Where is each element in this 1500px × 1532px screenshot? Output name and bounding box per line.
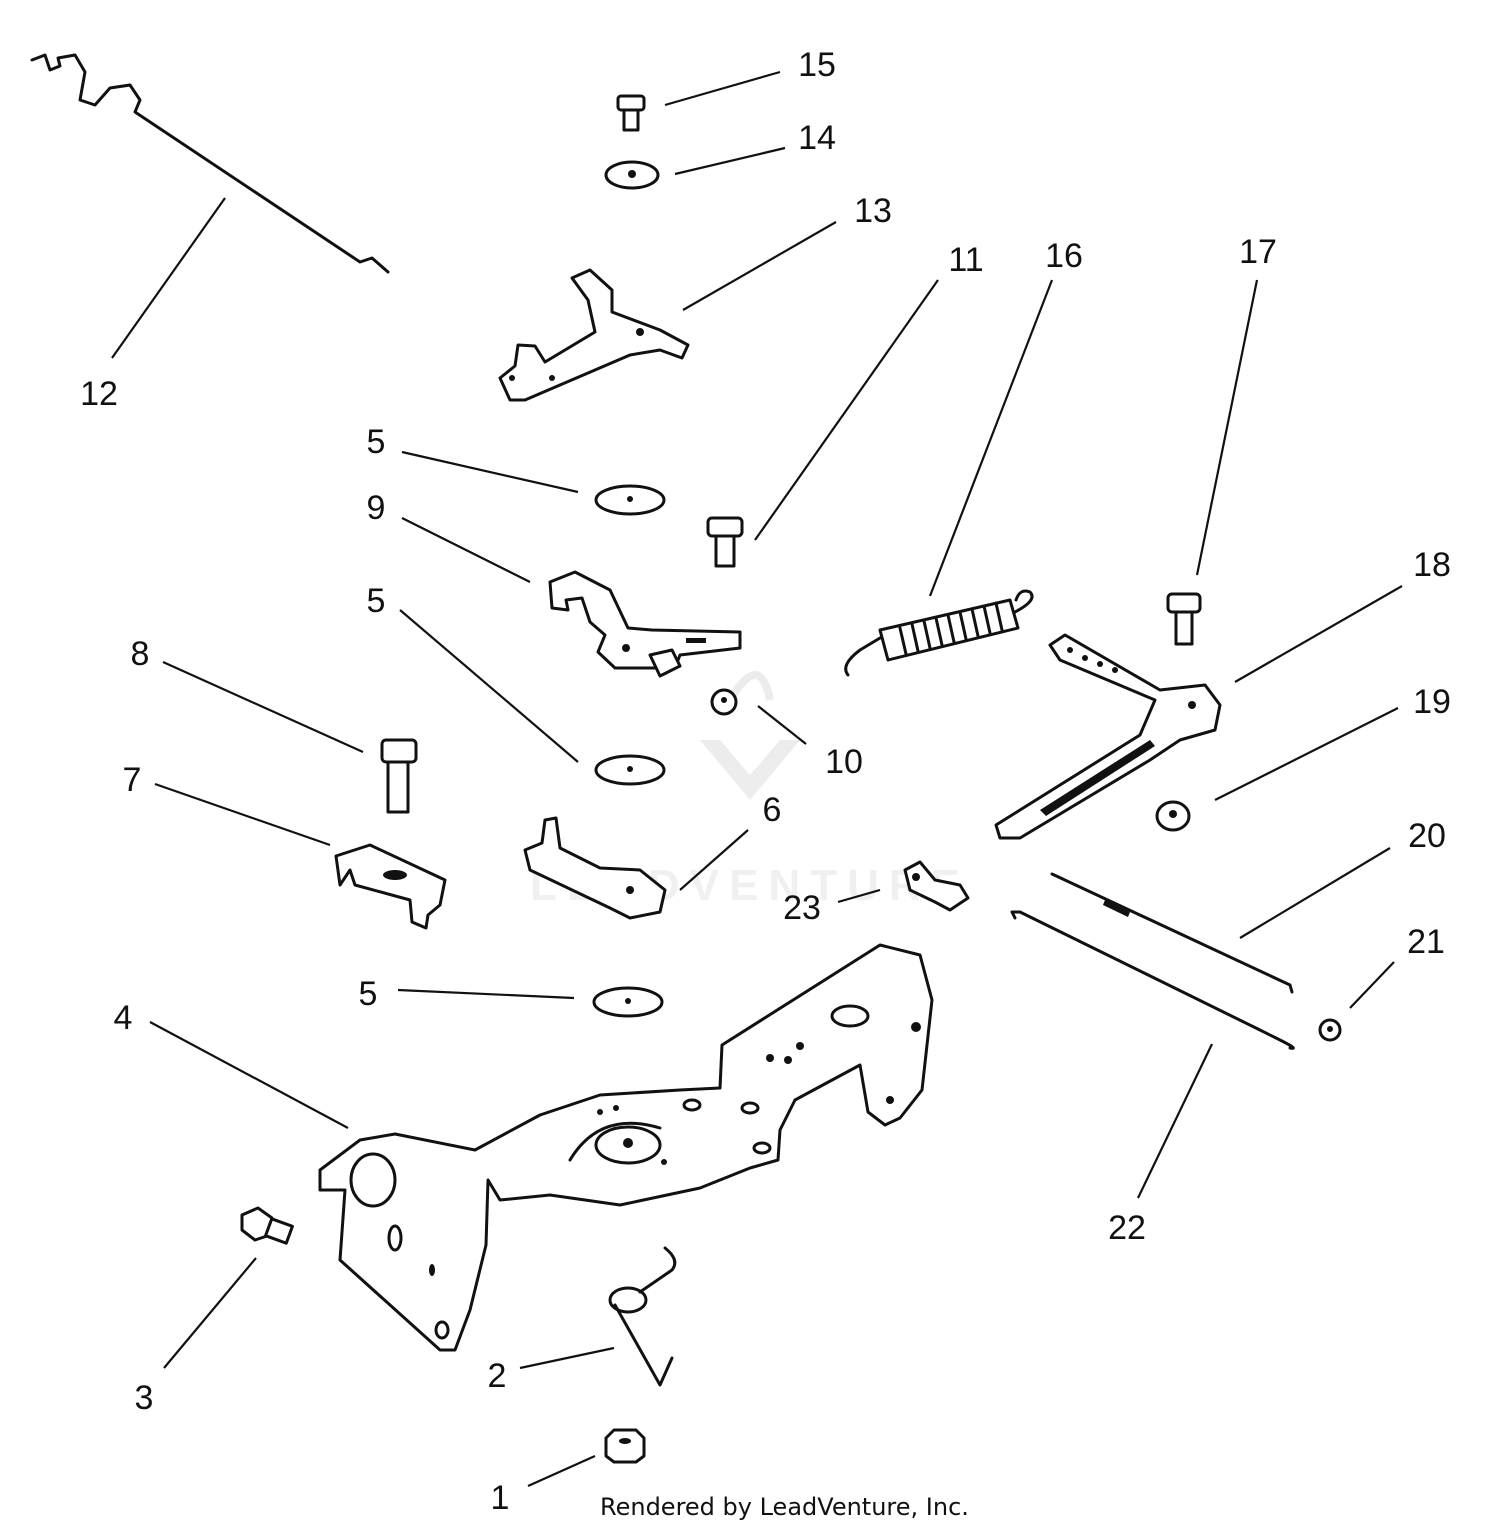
callout-2: 2 [488, 1357, 507, 1395]
part-12-rod [30, 53, 390, 274]
part-21-nut [1318, 1018, 1342, 1042]
watermark-logo-icon [700, 671, 800, 800]
part-15-bolt [616, 94, 646, 132]
part-11-bolt [706, 516, 744, 568]
part-13-bracket [498, 268, 690, 402]
part-10-nut [710, 688, 738, 716]
part-18-lever-arm [994, 633, 1222, 840]
part-8-bolt [380, 738, 418, 814]
callout-22: 22 [1108, 1209, 1146, 1247]
callout-1: 1 [491, 1479, 510, 1517]
part-14-washer [604, 160, 660, 190]
part-17-bolt [1166, 592, 1202, 646]
callout-15: 15 [798, 46, 836, 84]
callout-5-top: 5 [367, 423, 386, 461]
callout-11: 11 [948, 241, 983, 279]
callout-labels: 1 2 3 4 5 5 5 6 7 8 9 10 11 12 13 14 15 … [80, 46, 1451, 1517]
callout-16: 16 [1045, 237, 1083, 275]
callout-5-middle: 5 [367, 582, 386, 620]
callout-14: 14 [798, 119, 836, 157]
callout-3: 3 [135, 1379, 154, 1417]
part-5-washer-bottom [592, 986, 664, 1018]
callout-4: 4 [114, 999, 133, 1037]
leader-lines [111, 70, 1403, 1488]
callout-12: 12 [80, 375, 118, 413]
callout-21: 21 [1407, 923, 1445, 961]
callout-19: 19 [1413, 683, 1451, 721]
part-3-bolt [240, 1206, 294, 1245]
callout-23: 23 [783, 889, 821, 927]
callout-13: 13 [854, 192, 892, 230]
callout-9: 9 [367, 489, 386, 527]
callout-17: 17 [1239, 233, 1277, 271]
callout-10: 10 [825, 743, 863, 781]
part-9-lever [548, 570, 742, 678]
footer-credit: Rendered by LeadVenture, Inc. [600, 1493, 969, 1521]
part-23-clamp [903, 860, 970, 912]
callout-6: 6 [763, 791, 782, 829]
part-1-nut [604, 1428, 646, 1464]
part-5-washer-top [594, 484, 666, 516]
part-22-rod [1010, 910, 1295, 1050]
callout-18: 18 [1413, 546, 1451, 584]
part-7-clip [334, 843, 447, 930]
part-4-main-bracket [318, 943, 934, 1352]
callout-20: 20 [1408, 817, 1446, 855]
part-16-spring [844, 589, 1034, 677]
callout-5-bottom: 5 [359, 975, 378, 1013]
part-20-rod [1050, 872, 1294, 994]
part-5-washer-middle [594, 754, 666, 786]
callout-7: 7 [123, 761, 142, 799]
part-2-torsion-spring [608, 1246, 677, 1387]
callout-8: 8 [131, 635, 150, 673]
part-19-nut [1155, 800, 1191, 832]
part-6-lever-plate [523, 816, 667, 920]
